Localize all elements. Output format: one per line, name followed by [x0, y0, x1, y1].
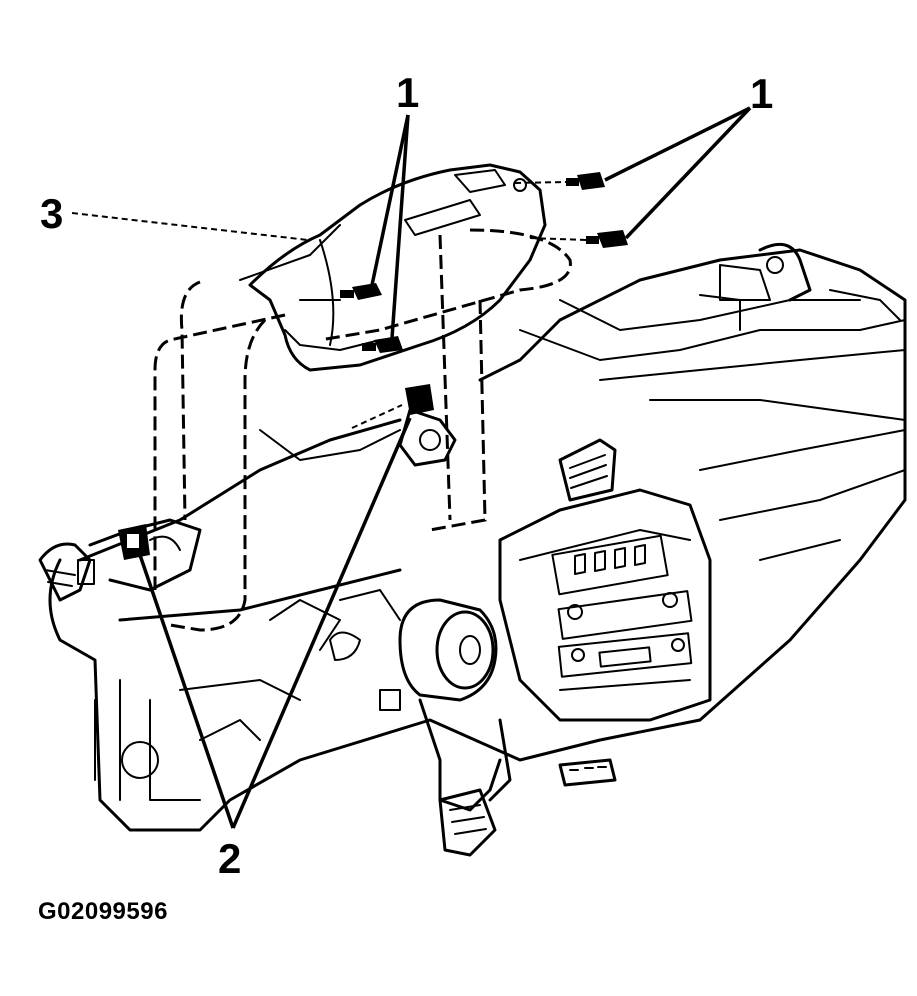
fastener-bolt: [362, 336, 403, 353]
harness-connectors: [438, 718, 617, 857]
callout-2: 2: [218, 835, 241, 882]
callout-leaders: [71, 106, 752, 829]
fastener-bolt: [586, 230, 628, 248]
connector-lower: [118, 524, 150, 560]
callout-1-left: 1: [396, 69, 419, 116]
figure-id-label: G02099596: [38, 898, 168, 925]
steering-column-support: [329, 598, 502, 812]
instrument-panel-carrier: [48, 242, 907, 832]
harness-routing-dashed: [153, 228, 572, 632]
fastener-bolt: [566, 172, 605, 190]
fastener-group: [340, 172, 628, 353]
fastener-bolt: [340, 283, 382, 300]
callout-3: 3: [40, 190, 63, 237]
callout-1-right: 1: [750, 70, 773, 117]
airbag-module-housing: [239, 163, 547, 372]
connector-bracket-group: [118, 384, 457, 560]
radio-center-stack: [498, 438, 712, 722]
